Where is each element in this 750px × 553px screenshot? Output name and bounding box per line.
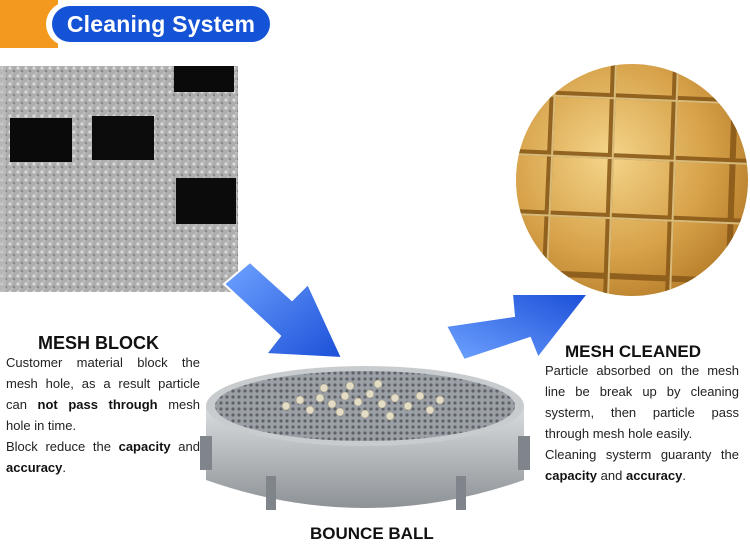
- emphasis-text: accuracy: [6, 460, 63, 475]
- text-run: .: [62, 460, 67, 475]
- emphasis-text: accuracy: [625, 468, 683, 483]
- emphasis-text: capacity: [545, 468, 598, 483]
- bounce-ball-title: BOUNCE BALL: [310, 524, 434, 543]
- header-pill: [52, 6, 270, 42]
- text-run: mesh hole in time.: [6, 397, 201, 433]
- mesh-cleaned-title: MESH CLEANED: [565, 342, 702, 361]
- page-title: Cleaning System: [66, 11, 256, 37]
- mesh-block-photo: [0, 66, 238, 292]
- header-bar: Cleaning System: [0, 0, 750, 48]
- text-run: Particle absorbed on the mesh line be br…: [545, 363, 739, 441]
- blue-arrow-icon: [222, 260, 344, 360]
- emphasis-text: not pass through: [37, 397, 158, 412]
- sieve-frame-image: [200, 366, 530, 510]
- text-run: Block reduce the: [6, 439, 119, 454]
- emphasis-text: capacity: [118, 439, 171, 454]
- text-run: Cleaning systerm guaranty the: [545, 447, 739, 462]
- mesh-block-description: Customer material block the mesh hole, a…: [6, 352, 200, 478]
- text-run: .: [682, 468, 686, 483]
- text-run: and: [597, 468, 626, 483]
- text-run: and: [170, 439, 200, 454]
- blue-arrow-icon: [444, 293, 591, 362]
- mesh-block-title: MESH BLOCK: [38, 333, 159, 353]
- mesh-cleaned-photo: [516, 64, 748, 296]
- text-run: Customer material block the mesh hole, a…: [6, 355, 200, 412]
- mesh-cleaned-description: Particle absorbed on the mesh line be br…: [545, 360, 739, 486]
